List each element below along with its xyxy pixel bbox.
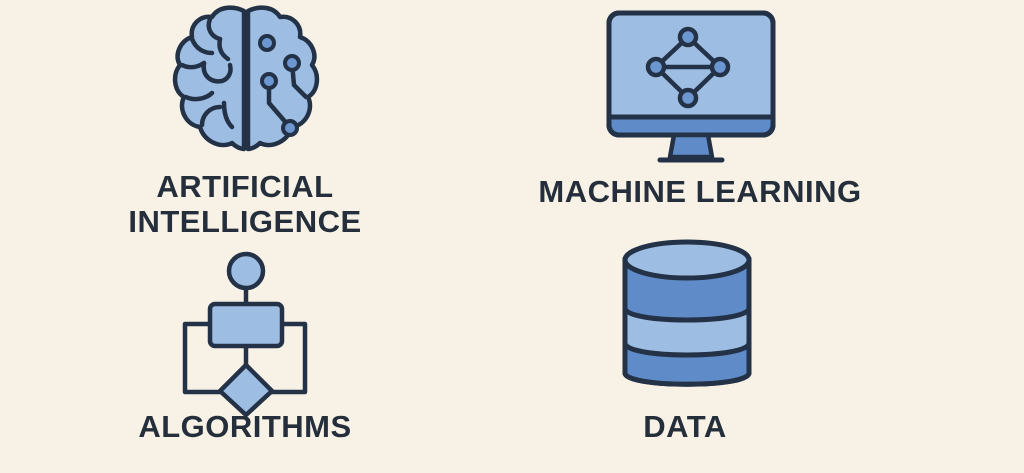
label-data: DATA xyxy=(643,409,727,444)
label-line-1: ARTIFICIAL xyxy=(156,169,334,204)
monitor-network-icon xyxy=(606,10,776,163)
label-artificial-intelligence: ARTIFICIAL INTELLIGENCE xyxy=(120,169,370,239)
database-icon xyxy=(622,239,752,387)
brain-circuit-icon xyxy=(172,5,320,152)
label-algorithms: ALGORITHMS xyxy=(138,409,352,444)
flowchart-icon xyxy=(182,251,308,418)
label-machine-learning: MACHINE LEARNING xyxy=(538,174,862,209)
label-line-2: INTELLIGENCE xyxy=(128,203,362,239)
